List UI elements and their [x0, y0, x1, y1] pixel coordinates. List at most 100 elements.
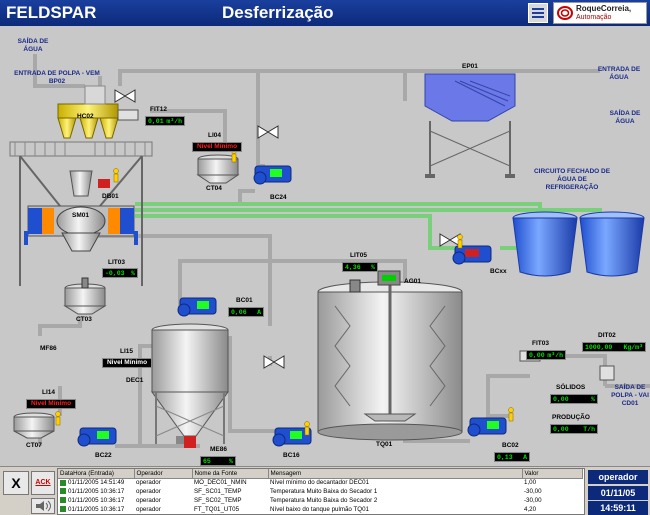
col-fonte[interactable]: Nome da Fonte	[192, 469, 269, 479]
ct07-tank[interactable]	[13, 412, 55, 439]
dec1-decanter[interactable]	[151, 323, 229, 448]
pump-bc24[interactable]	[253, 165, 292, 185]
alarm-header-row: DataHora (Entrada) Operador Nome da Font…	[58, 469, 583, 479]
producao-value: 0,00	[553, 426, 569, 433]
fit12-unit: m³/h	[166, 118, 182, 125]
col-valor[interactable]: Valor	[522, 469, 583, 479]
alarm-message: Temperatura Muito Baixa do Secador 2	[270, 497, 378, 504]
pump-bcxx[interactable]	[452, 245, 492, 265]
alarm-message: Temperatura Muito Baixa do Secador 1	[270, 488, 378, 495]
col-mensagem[interactable]: Mensagem	[268, 469, 523, 479]
solidos-readout[interactable]: 0,00 %	[550, 394, 598, 404]
tq01-tank[interactable]	[317, 270, 463, 441]
menu-button[interactable]	[528, 3, 548, 23]
alarm-datetime: 01/11/2005 10:36:17	[58, 487, 134, 496]
alarm-row[interactable]: 01/11/2005 10:36:17 operador SF_SC01_TEM…	[58, 487, 582, 496]
alarm-value: 1,00	[524, 479, 537, 487]
valves[interactable]	[114, 89, 461, 369]
me86-unit: %	[229, 458, 233, 465]
pump-bc16[interactable]	[272, 427, 312, 447]
pipe	[118, 69, 600, 86]
tag-lit03: LIT03	[108, 259, 125, 266]
app-name: FELDSPAR	[6, 3, 97, 22]
bc02-unit: A	[523, 454, 527, 461]
alarm-datetime-text: 01/11/2005 14:51:49	[68, 479, 125, 487]
pump-bc02[interactable]	[467, 417, 507, 437]
date-status: 01/11/05	[588, 486, 648, 500]
li04-alarm[interactable]: Nível Mínimo	[192, 142, 242, 152]
col-datahora[interactable]: DataHora (Entrada)	[58, 469, 135, 479]
close-alarm-button[interactable]: X	[3, 471, 29, 495]
lit03-sensor[interactable]	[81, 277, 89, 289]
operator-icon	[304, 421, 310, 436]
pump-bc01[interactable]	[177, 297, 217, 317]
alarm-icon	[60, 488, 66, 495]
alarm-source: SF_SC02_TEMP	[194, 497, 242, 504]
lit05-unit: %	[371, 264, 375, 271]
tag-lit05: LIT05	[350, 252, 367, 259]
fit03-readout[interactable]: 0,00 m³/h	[526, 350, 566, 360]
lit03-readout[interactable]: -0,03 %	[102, 268, 138, 278]
ack-button[interactable]: ACK	[31, 471, 55, 495]
lit05-sensor[interactable]	[349, 279, 361, 293]
alarm-table: DataHora (Entrada) Operador Nome da Font…	[58, 469, 583, 514]
bc01-readout[interactable]: 0,06 A	[228, 307, 264, 317]
hc02-cyclone[interactable]	[57, 85, 119, 139]
tag-ag01: AG01	[404, 278, 421, 285]
tag-bc02: BC02	[502, 442, 519, 449]
fit12-meter[interactable]	[117, 109, 139, 121]
sound-button[interactable]	[31, 498, 55, 514]
bc02-value: 0,13	[497, 454, 513, 461]
pipe	[538, 354, 607, 386]
dit02-meter[interactable]	[599, 365, 615, 381]
user-status[interactable]: operador	[588, 470, 648, 484]
li15-status[interactable]: Nivel Mínimo	[102, 358, 152, 368]
solidos-value: 0,00	[553, 396, 569, 403]
fit03-unit: m³/h	[547, 352, 563, 359]
ep01-hopper[interactable]	[424, 73, 516, 178]
alarm-source: MO_DEC01_NMIN	[194, 479, 247, 487]
alarm-row[interactable]: 01/11/2005 10:36:17 operador SF_SC02_TEM…	[58, 496, 582, 505]
alarm-datetime: 01/11/2005 10:36:17	[58, 496, 134, 505]
alarm-row[interactable]: 01/11/2005 14:51:49 operador MO_DEC01_NM…	[58, 478, 582, 487]
alarm-operator: operador	[136, 479, 161, 487]
pipe	[486, 374, 530, 431]
me86-readout[interactable]: 65 %	[200, 456, 236, 466]
tag-bcxx: BCxx	[490, 268, 507, 275]
time-status: 14:59:11	[588, 501, 648, 515]
dit02-unit: Kg/m³	[623, 344, 643, 351]
col-operador[interactable]: Operador	[134, 469, 193, 479]
tag-bc01: BC01	[236, 297, 253, 304]
pipe	[178, 259, 407, 288]
logo-text: RoqueCorreia,	[576, 4, 632, 13]
title-bar: FELDSPAR Desferrização RoqueCorreia, Aut…	[0, 0, 650, 26]
tag-ct07: CT07	[26, 442, 42, 449]
lit05-readout[interactable]: 4,36 %	[342, 262, 378, 272]
dit02-readout[interactable]: 1000,00 Kg/m³	[582, 342, 646, 352]
tag-dec1: DEC1	[126, 377, 144, 384]
valve	[257, 125, 279, 139]
alarm-list[interactable]: DataHora (Entrada) Operador Nome da Font…	[57, 468, 585, 515]
tag-mf86: MF86	[40, 345, 57, 352]
li14-alarm[interactable]: Nível Mínimo	[26, 399, 76, 409]
fit12-readout[interactable]: 0,01 m³/h	[145, 116, 185, 126]
tag-fit03: FIT03	[532, 340, 549, 347]
logo-subtext: Automação	[576, 14, 612, 21]
valve	[439, 233, 461, 247]
tag-bc24: BC24	[270, 194, 287, 201]
sm01-separator[interactable]	[9, 141, 153, 286]
pump-bc22[interactable]	[77, 427, 117, 447]
alarm-source: SF_SC01_TEMP	[194, 488, 242, 495]
alarm-icon	[60, 479, 66, 486]
pipe	[33, 54, 85, 88]
bc02-readout[interactable]: 0,13 A	[494, 452, 530, 462]
alarm-datetime-text: 01/11/2005 10:36:17	[68, 506, 125, 513]
producao-readout[interactable]: 0,00 T/h	[550, 424, 598, 434]
pipe	[138, 416, 200, 448]
ct04-tank[interactable]	[196, 154, 240, 184]
bc01-unit: A	[257, 309, 261, 316]
cooling-tanks[interactable]	[512, 211, 645, 277]
solidos-unit: %	[591, 396, 595, 403]
alarm-row[interactable]: 01/11/2005 10:36:17 operador FT_TQ01_UT0…	[58, 505, 582, 514]
tag-hc02: HC02	[77, 113, 94, 120]
